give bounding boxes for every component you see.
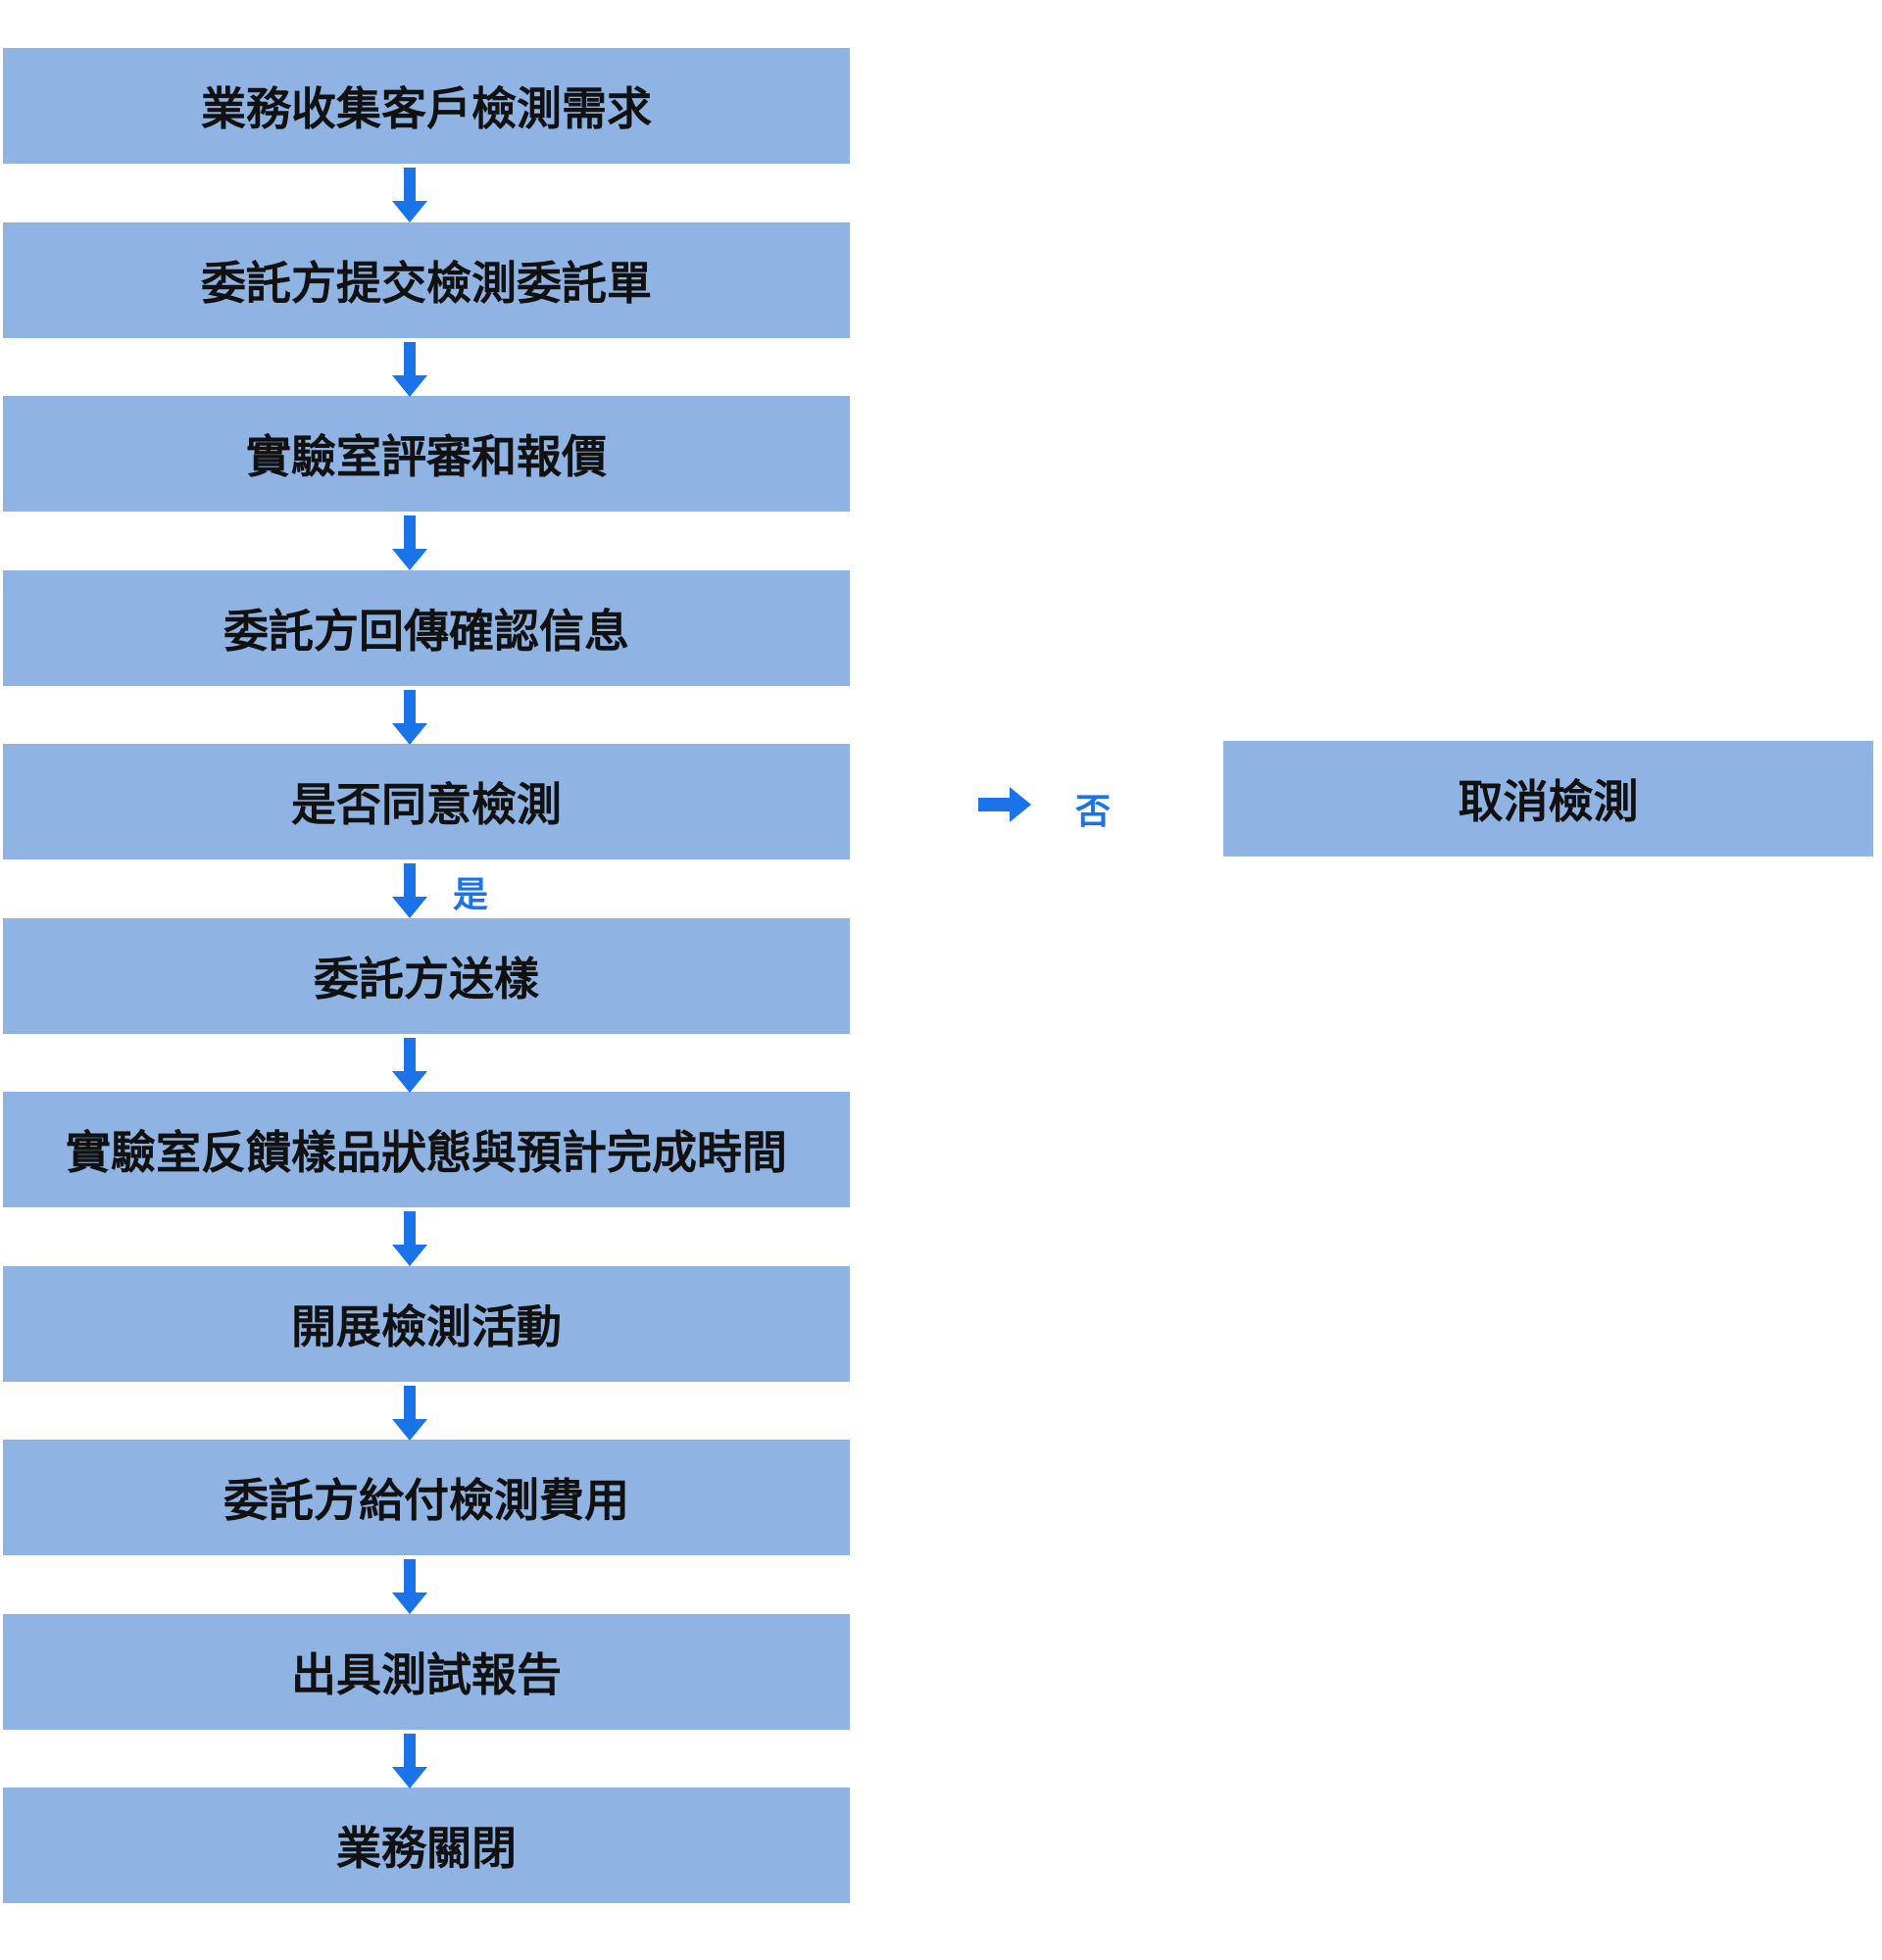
flow-step-9: 委託方給付檢測費用 xyxy=(3,1440,850,1555)
flow-step-2: 委託方提交檢測委託單 xyxy=(3,222,850,338)
arrow-down-icon xyxy=(392,1211,427,1266)
flow-step-6: 委託方送樣 xyxy=(3,918,850,1034)
arrow-down-icon xyxy=(392,1734,427,1788)
flow-step-4: 委託方回傳確認信息 xyxy=(3,570,850,686)
cancel-step: 取消檢測 xyxy=(1223,741,1873,857)
flow-step-3: 實驗室評審和報價 xyxy=(3,396,850,512)
arrow-down-icon xyxy=(392,342,427,397)
arrow-down-icon xyxy=(392,168,427,222)
arrow-down-icon xyxy=(392,1386,427,1441)
flow-step-1: 業務收集客戶檢測需求 xyxy=(3,48,850,164)
arrow-down-icon xyxy=(392,515,427,570)
arrow-right-icon xyxy=(978,787,1031,822)
flow-step-8: 開展檢測活動 xyxy=(3,1266,850,1382)
arrow-down-icon xyxy=(392,690,427,745)
flow-step-11: 業務關閉 xyxy=(3,1788,850,1903)
flow-step-7: 實驗室反饋樣品狀態與預計完成時間 xyxy=(3,1092,850,1207)
arrow-down-icon xyxy=(392,1559,427,1614)
no-label: 否 xyxy=(1075,792,1112,832)
arrow-down-icon xyxy=(392,863,427,918)
flow-step-10: 出具測試報告 xyxy=(3,1614,850,1730)
decision-step: 是否同意檢測 xyxy=(3,744,850,859)
yes-label: 是 xyxy=(453,875,489,915)
arrow-down-icon xyxy=(392,1038,427,1093)
